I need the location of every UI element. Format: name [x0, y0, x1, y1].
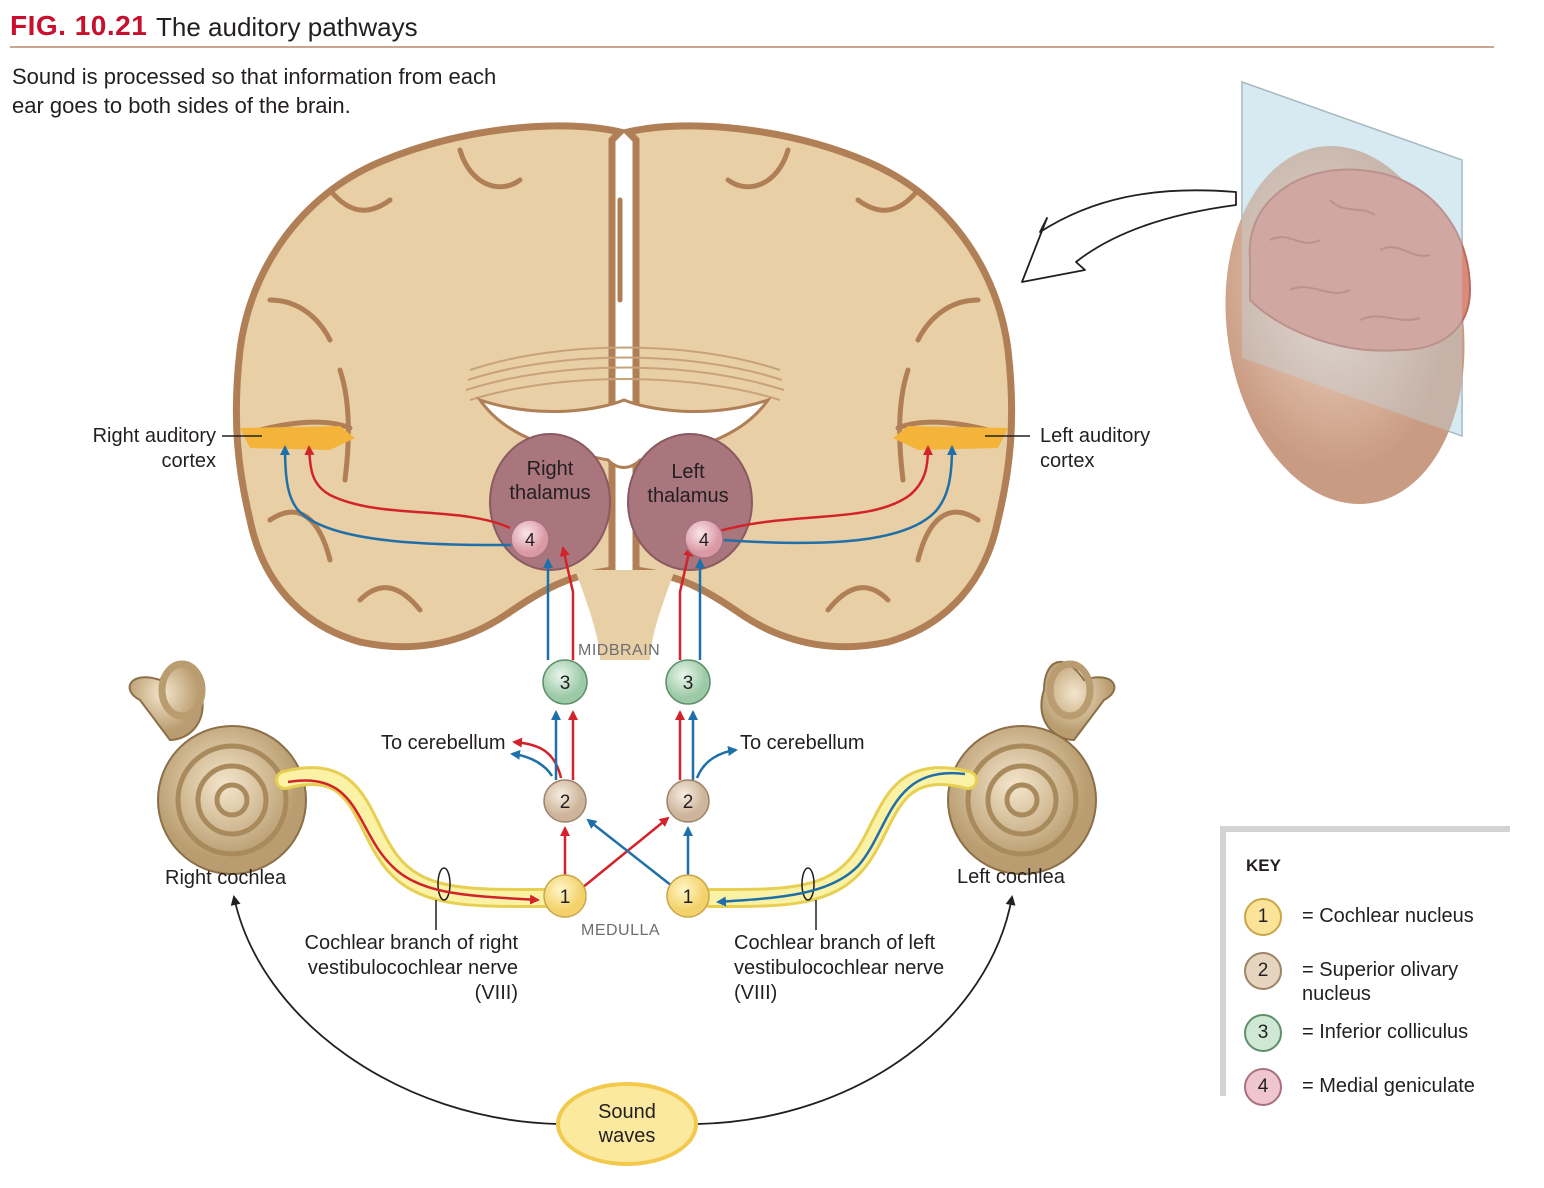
- sound-waves-bubble: Sound waves: [556, 1082, 698, 1166]
- key-text-3: = Inferior colliculus: [1302, 1021, 1469, 1043]
- key-badge-3: 3: [1244, 1014, 1282, 1052]
- key-badge-4: 4: [1244, 1068, 1282, 1106]
- left-auditory-cortex-shape: [893, 426, 1008, 450]
- left-nerve-label: Cochlear branch of left vestibulocochlea…: [734, 932, 945, 1004]
- node-1-right: 1: [543, 874, 587, 918]
- figure-title: The auditory pathways: [156, 12, 418, 42]
- left-thalamus-label: Left thalamus: [647, 461, 729, 507]
- right-auditory-cortex-shape: [240, 426, 355, 450]
- left-cochlea-shape: [947, 660, 1116, 875]
- key-badge-2: 2: [1244, 952, 1282, 990]
- svg-text:3: 3: [560, 673, 571, 694]
- key-row-2: 2 = Superior olivary nucleus: [1244, 952, 1514, 1005]
- figure-caption: Sound is processed so that information f…: [12, 64, 497, 118]
- node-1-left: 1: [666, 874, 710, 918]
- sound-wave-arcs: [230, 895, 1016, 1125]
- node-4-left: 4: [684, 519, 724, 559]
- right-thalamus-label: Right thalamus: [509, 458, 591, 504]
- right-cochlea-shape: [128, 660, 307, 875]
- key-row-3: 3 = Inferior colliculus: [1244, 1014, 1514, 1054]
- left-auditory-cortex-label: Left auditory cortex: [1040, 425, 1151, 472]
- key-panel: KEY 1 = Cochlear nucleus 2 = Superior ol…: [1220, 826, 1510, 1106]
- medulla-label: MEDULLA: [581, 922, 661, 939]
- node-3-left: 3: [665, 659, 711, 705]
- left-cochlea-label: Left cochlea: [957, 866, 1065, 888]
- svg-text:4: 4: [525, 530, 535, 550]
- key-row-1: 1 = Cochlear nucleus: [1244, 898, 1514, 938]
- right-cochlea-label: Right cochlea: [165, 867, 287, 889]
- node-2-right: 2: [543, 779, 587, 823]
- node-2-left: 2: [666, 779, 710, 823]
- key-row-4: 4 = Medial geniculate: [1244, 1068, 1514, 1108]
- key-title: KEY: [1246, 856, 1281, 875]
- red-pathway: [287, 445, 933, 905]
- key-badge-1: 1: [1244, 898, 1282, 936]
- svg-text:2: 2: [560, 792, 571, 813]
- svg-text:1: 1: [683, 887, 694, 908]
- to-cerebellum-left-label: To cerebellum: [381, 732, 506, 754]
- node-4-right: 4: [510, 519, 550, 559]
- key-text-4: = Medial geniculate: [1302, 1075, 1475, 1097]
- svg-text:3: 3: [683, 673, 694, 694]
- blue-pathway: [280, 445, 966, 907]
- key-text-1: = Cochlear nucleus: [1302, 905, 1474, 927]
- sound-waves-label: Sound waves: [598, 1101, 656, 1147]
- key-text-2: = Superior olivary nucleus: [1302, 959, 1459, 1005]
- svg-text:2: 2: [683, 792, 694, 813]
- brain-section: [222, 122, 1030, 660]
- svg-text:4: 4: [699, 530, 709, 550]
- midbrain-label: MIDBRAIN: [578, 642, 661, 659]
- node-3-right: 3: [542, 659, 588, 705]
- head-inset: [1021, 80, 1472, 505]
- right-auditory-cortex-label: Right auditory cortex: [92, 425, 216, 472]
- to-cerebellum-right-label: To cerebellum: [740, 732, 865, 754]
- figure-header: FIG. 10.21 The auditory pathways: [10, 8, 1494, 48]
- right-nerve-label: Cochlear branch of right vestibulocochle…: [304, 932, 518, 1004]
- figure-number: FIG. 10.21: [10, 10, 148, 41]
- svg-text:1: 1: [560, 887, 571, 908]
